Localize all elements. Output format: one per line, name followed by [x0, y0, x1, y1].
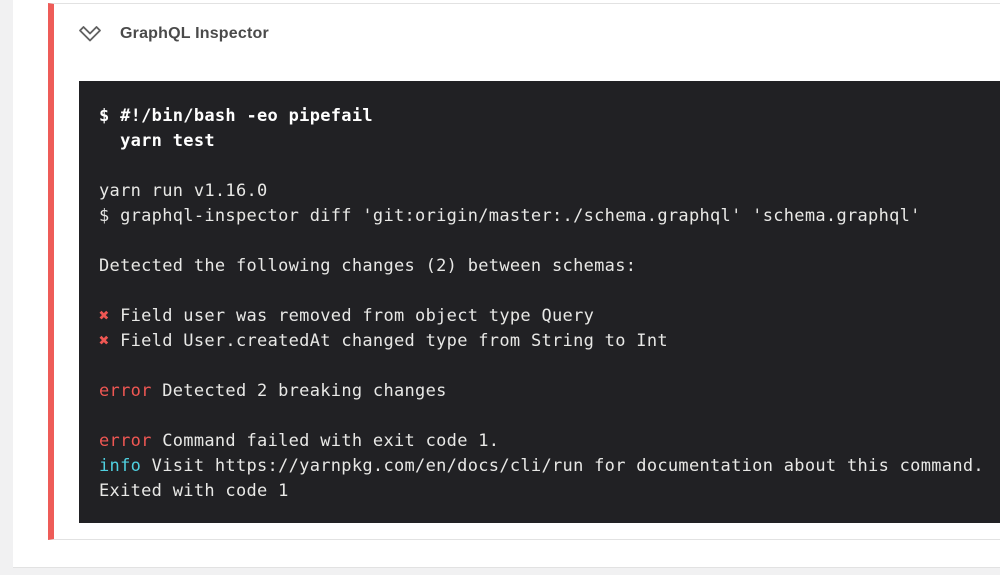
- terminal-line: [99, 229, 1000, 254]
- terminal-line: info Visit https://yarnpkg.com/en/docs/c…: [99, 456, 984, 476]
- terminal-output[interactable]: $ #!/bin/bash -eo pipefail yarn test yar…: [79, 81, 1000, 523]
- terminal-line: [99, 279, 1000, 304]
- terminal-line: error Command failed with exit code 1.: [99, 431, 500, 451]
- build-output-panel: GraphQL Inspector $ #!/bin/bash -eo pipe…: [13, 0, 1000, 568]
- step-title: GraphQL Inspector: [120, 25, 269, 42]
- terminal-line: ✖ Field User.createdAt changed type from…: [99, 331, 668, 351]
- build-step-card: GraphQL Inspector $ #!/bin/bash -eo pipe…: [48, 3, 1000, 540]
- terminal-line: $ graphql-inspector diff 'git:origin/mas…: [99, 206, 921, 226]
- terminal-line: [99, 354, 1000, 379]
- terminal-line: [99, 404, 1000, 429]
- terminal-line: Detected the following changes (2) betwe…: [99, 256, 637, 276]
- step-header[interactable]: GraphQL Inspector: [76, 22, 269, 46]
- terminal-line: ✖ Field user was removed from object typ…: [99, 306, 595, 326]
- next-section-edge: [0, 569, 1000, 575]
- terminal-line: yarn test: [99, 131, 215, 151]
- terminal-line: yarn run v1.16.0: [99, 181, 268, 201]
- terminal-line: error Detected 2 breaking changes: [99, 381, 447, 401]
- terminal-line: $ #!/bin/bash -eo pipefail: [99, 106, 373, 126]
- terminal-line: Exited with code 1: [99, 481, 289, 501]
- terminal-line: [99, 154, 1000, 179]
- chevron-down-icon[interactable]: [76, 22, 104, 46]
